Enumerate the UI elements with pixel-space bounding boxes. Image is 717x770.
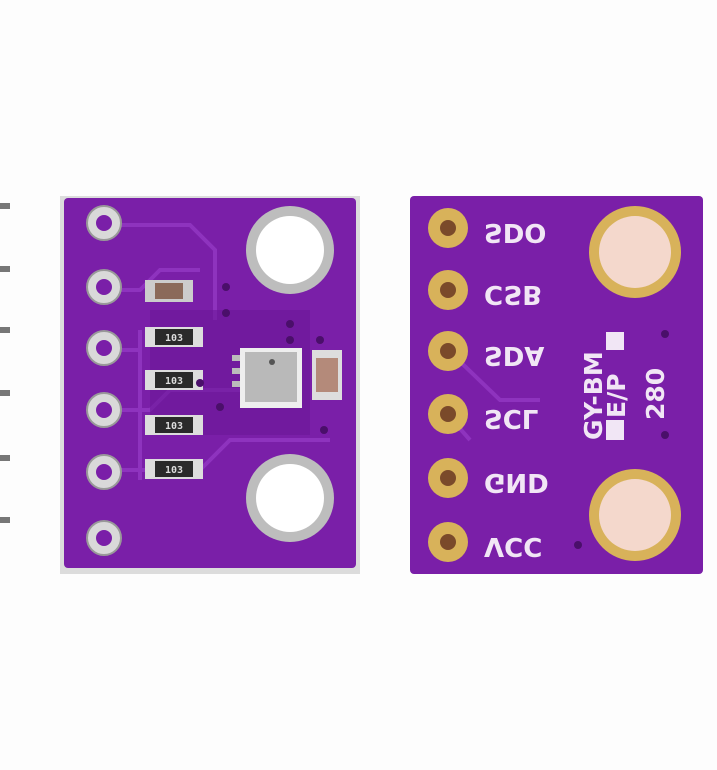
back-pin-pads — [428, 208, 468, 562]
pin-label-sdo: SDO — [484, 217, 546, 247]
resistor-label: 103 — [165, 333, 183, 344]
resistor-label: 103 — [165, 376, 183, 387]
back-board: SDO CSB SDA SCL GND VCC GY-BM E/P 280 — [410, 196, 703, 574]
pin-label-gnd: GND — [484, 467, 549, 497]
model-label: GY-BM E/P 280 — [579, 332, 670, 440]
model-text-line1: GY-BM — [579, 351, 608, 440]
pin-label-csb: CSB — [484, 279, 542, 309]
resistor-label: 103 — [165, 465, 183, 476]
pin-labels: SDO CSB SDA SCL GND VCC — [484, 217, 549, 561]
resistors: 103 103 103 103 — [145, 327, 203, 479]
pin-label-scl: SCL — [484, 403, 538, 433]
front-board: 103 103 103 103 — [60, 196, 360, 574]
model-text-line2: E/P — [602, 373, 631, 418]
model-text-line3: 280 — [641, 368, 670, 420]
front-pin-holes — [86, 205, 122, 556]
back-mount-holes — [589, 206, 681, 561]
front-mount-holes — [246, 206, 334, 542]
pin-label-sda: SDA — [484, 340, 544, 370]
bme280-sensor-chip — [232, 348, 302, 408]
header-pin-stubs — [0, 203, 10, 523]
pin-label-vcc: VCC — [484, 531, 542, 561]
resistor-label: 103 — [165, 421, 183, 432]
